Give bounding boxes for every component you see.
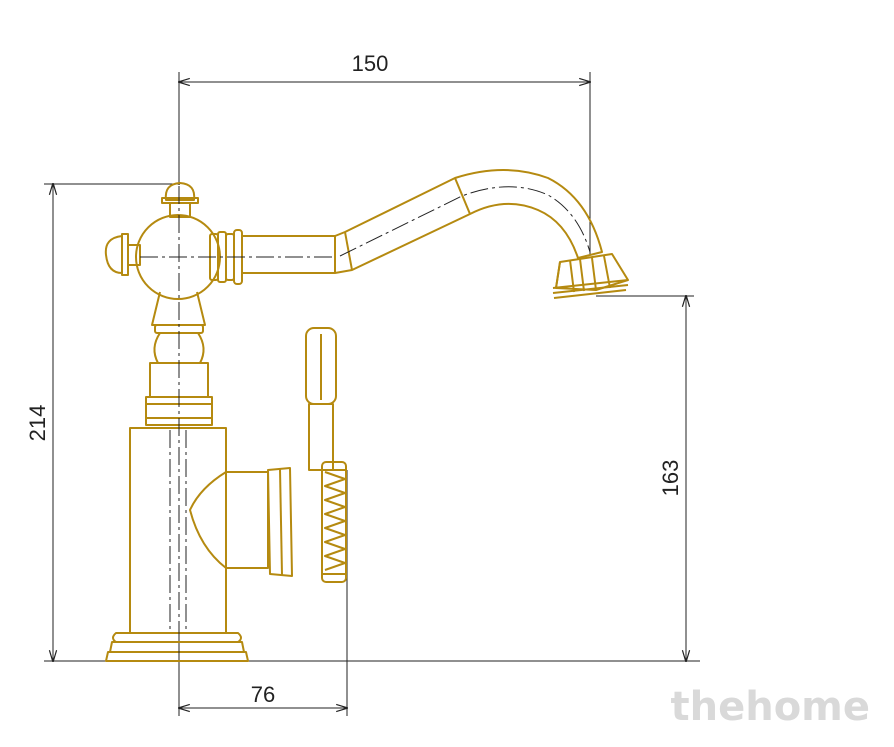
centerlines bbox=[140, 186, 591, 660]
main-body bbox=[129, 427, 293, 634]
spout-tube bbox=[241, 169, 603, 274]
dimension-label-214: 214 bbox=[25, 405, 50, 442]
side-knob bbox=[104, 233, 141, 276]
dimension-label-150: 150 bbox=[352, 51, 389, 76]
aerator bbox=[552, 253, 629, 299]
base-plate bbox=[105, 632, 249, 662]
spout-arc-centerline bbox=[339, 186, 591, 257]
top-knob bbox=[161, 182, 199, 218]
watermark-text: thehome bbox=[671, 684, 871, 730]
faucet-outline bbox=[104, 169, 629, 662]
lever-handle bbox=[305, 327, 337, 471]
dimension-label-76: 76 bbox=[251, 682, 275, 707]
dimension-lines bbox=[44, 72, 700, 716]
knurled-cartridge bbox=[321, 461, 347, 583]
dimension-label-163: 163 bbox=[658, 460, 683, 497]
